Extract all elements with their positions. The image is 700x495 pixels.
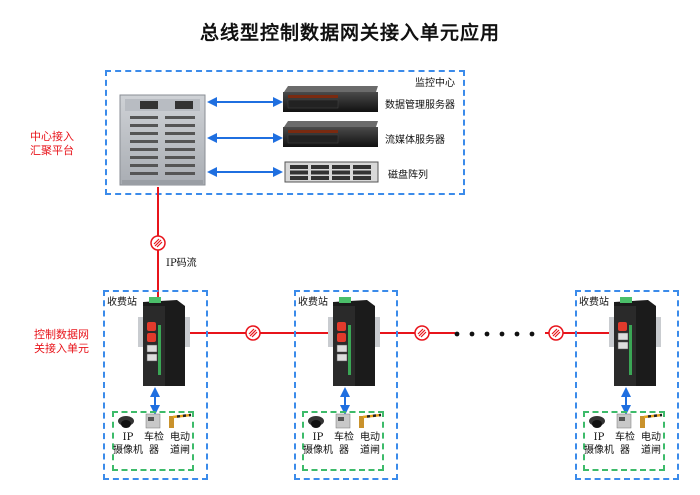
field-device-label: 电动道闸	[165, 431, 195, 457]
disk-array-icon	[284, 161, 379, 183]
station-box	[575, 290, 679, 480]
network-link-icon	[150, 235, 166, 251]
field-device-label-line: 车检	[144, 432, 164, 443]
barrier-gate-icon	[359, 413, 382, 428]
monitoring-center-label: 监控中心	[415, 78, 455, 89]
gateway-unit-line-1: 控制数据网	[34, 328, 89, 341]
station-box	[294, 290, 398, 480]
diagram-title: 总线型控制数据网关接入单元应用	[199, 22, 500, 44]
barrier-gate-icon	[640, 413, 663, 428]
network-link-icon	[548, 325, 564, 341]
network-link-icon	[414, 325, 430, 341]
station-label: 收费站	[579, 297, 609, 308]
gateway-unit-icon	[138, 297, 190, 386]
data-management-server-icon	[283, 86, 378, 112]
field-device-label-line: 摄像机	[303, 445, 333, 456]
center-platform-label: 中心接入 汇聚平台	[30, 130, 74, 158]
streaming-media-server-icon	[283, 121, 378, 147]
gateway-unit-label: 控制数据网 关接入单元	[34, 328, 89, 356]
center-platform-line-2: 汇聚平台	[30, 144, 74, 157]
field-device-label-line: IP	[312, 432, 324, 443]
field-device-label: 电动道闸	[355, 431, 385, 457]
server-label: 数据管理服务器	[385, 100, 455, 111]
field-devices-group	[583, 411, 665, 471]
station-label: 收费站	[298, 297, 328, 308]
monitoring-center-box	[105, 70, 465, 195]
field-device-label: 电动道闸	[636, 431, 666, 457]
ip-camera-icon	[308, 416, 324, 428]
ip-camera-icon	[118, 416, 134, 428]
field-device-label: IP 摄像机	[113, 431, 143, 457]
center-platform-line-1: 中心接入	[30, 130, 74, 143]
field-device-label-line: 电动	[170, 432, 190, 443]
field-device-label-line: 道闸	[641, 445, 661, 456]
gateway-unit-icon	[328, 297, 380, 386]
station-label: 收费站	[107, 297, 137, 308]
field-device-label-line: 车检	[334, 432, 354, 443]
field-device-label: IP 摄像机	[584, 431, 614, 457]
field-devices-group	[112, 411, 194, 471]
continuation-dots-icon	[454, 331, 535, 337]
field-device-label: 车检器	[329, 431, 359, 457]
server-label: 磁盘阵列	[388, 170, 428, 181]
core-switch-chassis	[119, 94, 206, 186]
field-device-label-line: 电动	[641, 432, 661, 443]
field-device-label-line: 器	[620, 445, 630, 456]
field-device-label-line: IP	[122, 432, 134, 443]
field-device-label-line: 摄像机	[584, 445, 614, 456]
barrier-gate-icon	[169, 413, 192, 428]
field-device-label-line: 摄像机	[113, 445, 143, 456]
uplink-label: IP码流	[166, 258, 197, 269]
field-device-label-line: 器	[339, 445, 349, 456]
vehicle-detector-icon	[335, 413, 351, 429]
field-device-label-line: 电动	[360, 432, 380, 443]
vehicle-detector-icon	[616, 413, 632, 429]
field-device-label: 车检器	[139, 431, 169, 457]
field-device-label-line: 车检	[615, 432, 635, 443]
field-device-label-line: IP	[593, 432, 605, 443]
ip-camera-icon	[589, 416, 605, 428]
field-device-label: 车检器	[610, 431, 640, 457]
field-device-label-line: 器	[149, 445, 159, 456]
field-devices-group	[302, 411, 384, 471]
field-device-label: IP 摄像机	[303, 431, 333, 457]
station-box	[103, 290, 208, 480]
vehicle-detector-icon	[145, 413, 161, 429]
gateway-unit-icon	[609, 297, 661, 386]
network-link-icon	[245, 325, 261, 341]
field-device-label-line: 道闸	[170, 445, 190, 456]
field-device-label-line: 道闸	[360, 445, 380, 456]
gateway-unit-line-2: 关接入单元	[34, 342, 89, 355]
server-label: 流媒体服务器	[385, 135, 445, 146]
